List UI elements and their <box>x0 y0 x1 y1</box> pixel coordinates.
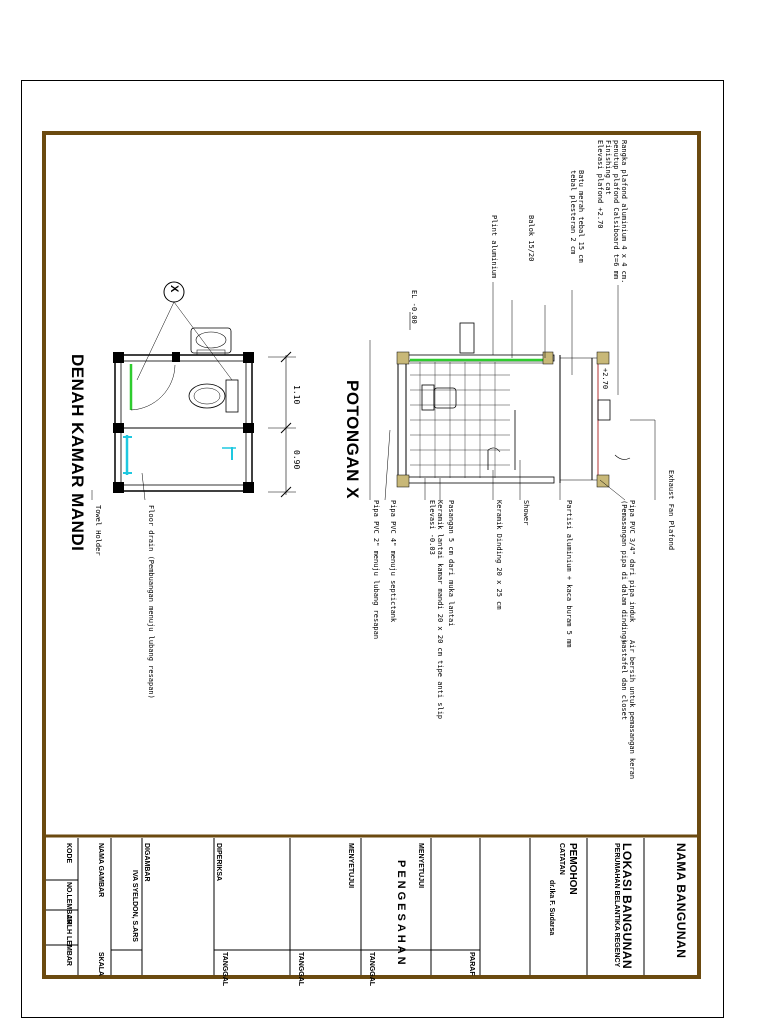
tb-pemohon: PEMOHON <box>567 843 578 895</box>
tb-catatan: CATATAN <box>558 843 565 875</box>
note-tebal-plesteran: tebal plesteran 2 cm <box>569 170 577 255</box>
tb-tanggal-1: TANGGAL <box>368 952 375 987</box>
tb-lokasi-bangunan: LOKASI BANGUNAN <box>620 843 634 970</box>
tb-diperiksa: DIPERIKSA <box>215 843 222 882</box>
note-keramik-lantai: Keramik lantai kamar mandi 20 x 20 cm ti… <box>436 500 444 720</box>
tb-digambar: DIGAMBAR <box>143 843 150 882</box>
note-rangka: Rangka plafond aluminium 4 x 4 cm. <box>620 140 628 284</box>
sheet-frame <box>42 131 701 979</box>
tb-digambar-value: IVA SYELDON, S.ARS <box>131 870 138 942</box>
note-pipa-2: Pipa PVC 2" menuju lubang resapan <box>372 500 380 640</box>
tb-tanggal-3: TANGGAL <box>221 952 228 987</box>
denah-title: DENAH KAMAR MANDI <box>68 354 87 552</box>
label-floor-drain: Floor drain (Pembuangan menuju lubang re… <box>147 505 155 699</box>
note-air-bersih-2: wastafel dan closet <box>620 640 628 721</box>
tb-paraf: PARAF <box>468 952 475 976</box>
tb-pemohon-value: dr.Ika F. Sudarsa <box>548 880 555 936</box>
note-plint: Plint aluminium <box>490 215 498 279</box>
level-floor: EL -0.00 <box>410 290 418 324</box>
tb-jumlah-lembar: JMLH LEMBAR <box>65 915 72 966</box>
title-block-lines <box>46 834 697 975</box>
denah-dim-2: 0.90 <box>292 450 301 470</box>
note-exhaust: Exhaust Fan Plafond <box>667 470 675 551</box>
tb-tanggal-2: TANGGAL <box>297 952 304 987</box>
note-partisi: Partisi aluminium + kaca buram 5 mm <box>565 500 573 648</box>
note-pemasangan-pipa: (Pemasangan pipa di dalam dinding) <box>620 500 628 644</box>
note-finishing: Finishing cat <box>604 140 612 195</box>
note-keramik-dinding: Keramik Dinding 20 x 25 cm <box>495 500 503 610</box>
note-pipa-pvc-34: Pipa PVC 3/4" dari pipa induk <box>628 500 636 623</box>
note-shower: Shower <box>522 500 530 526</box>
note-penutup: penutup plafond Calsiboard t=6 mm <box>612 140 620 280</box>
potongan-section <box>369 282 656 501</box>
note-air-bersih: Air bersih untuk pemasangan keran <box>628 640 636 780</box>
tb-lokasi-value: PERUMAHAN BELANTIKA REGENCY <box>613 843 620 968</box>
note-batu-bata: Batu merah tebal 15 cm <box>577 170 585 263</box>
section-marker-label: X <box>168 285 180 293</box>
tb-nama-gambar: NAMA GAMBAR <box>97 843 104 898</box>
denah-plan <box>91 281 296 501</box>
label-towel-holder: Towel Holder <box>94 505 102 556</box>
tb-nama-bangunan: NAMA BANGUNAN <box>674 843 688 959</box>
tb-menyetujui-1: MENYETUJUI <box>417 843 424 889</box>
tb-pengesahan: PENGESAHAN <box>395 860 407 968</box>
note-pasangan: Pasangan 5 cm dari muka lantai <box>447 500 455 627</box>
tb-skala: SKALA <box>97 952 104 977</box>
potongan-title: POTONGAN X <box>343 380 362 499</box>
tb-menyetujui-2: MENYETUJUI <box>347 843 354 889</box>
note-elevasi-lantai: Elevasi -0.03 <box>428 500 436 555</box>
denah-dim-1: 1.10 <box>292 385 301 405</box>
note-balok: Balok 15/20 <box>527 215 535 262</box>
level-top: +2.70 <box>601 368 609 390</box>
note-pipa-4: Pipa PVC 4" menuju septictank <box>389 500 397 623</box>
note-elevasi-plafond: Elevasi plafond +2.70 <box>596 140 604 229</box>
tb-kode: KODE <box>65 843 72 864</box>
drawing-sheet <box>21 80 724 1018</box>
